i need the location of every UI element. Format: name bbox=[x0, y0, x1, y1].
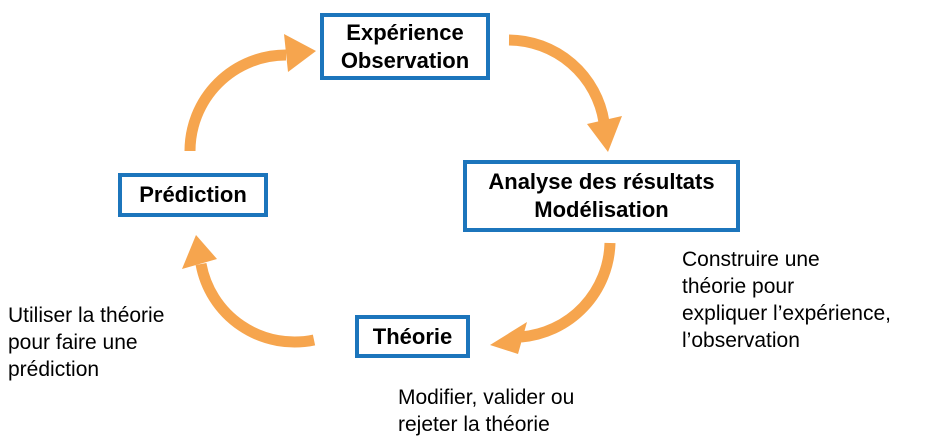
node-theorie: Théorie bbox=[355, 315, 470, 358]
arrow-theorie-to-prediction-curve bbox=[195, 262, 316, 348]
arrow-experience-to-analyse bbox=[508, 34, 622, 152]
arrow-analyse-to-theorie-head-icon bbox=[490, 322, 527, 354]
node-prediction: Prédiction bbox=[118, 173, 268, 217]
arrow-prediction-to-experience-curve bbox=[184, 49, 287, 152]
arrow-theorie-to-prediction bbox=[182, 235, 316, 348]
annotation-modifier-valider: Modifier, valider ou rejeter la théorie bbox=[398, 386, 575, 436]
arrow-analyse-to-theorie bbox=[490, 242, 616, 354]
arrow-experience-to-analyse-head-icon bbox=[587, 116, 622, 152]
arrow-prediction-to-experience-head-icon bbox=[284, 34, 316, 72]
annotation-construire-theorie: Construire une théorie pour expliquer l’… bbox=[682, 248, 891, 352]
node-analyse-modelisation: Analyse des résultats Modélisation bbox=[463, 160, 740, 232]
annotation-utiliser-theorie: Utiliser la théorie pour faire une prédi… bbox=[8, 304, 165, 381]
arrow-analyse-to-theorie-curve bbox=[520, 242, 616, 343]
arrow-theorie-to-prediction-head-icon bbox=[182, 235, 217, 269]
node-experience-observation: Expérience Observation bbox=[320, 13, 490, 80]
arrow-experience-to-analyse-curve bbox=[508, 34, 610, 123]
arrow-prediction-to-experience bbox=[184, 34, 316, 152]
